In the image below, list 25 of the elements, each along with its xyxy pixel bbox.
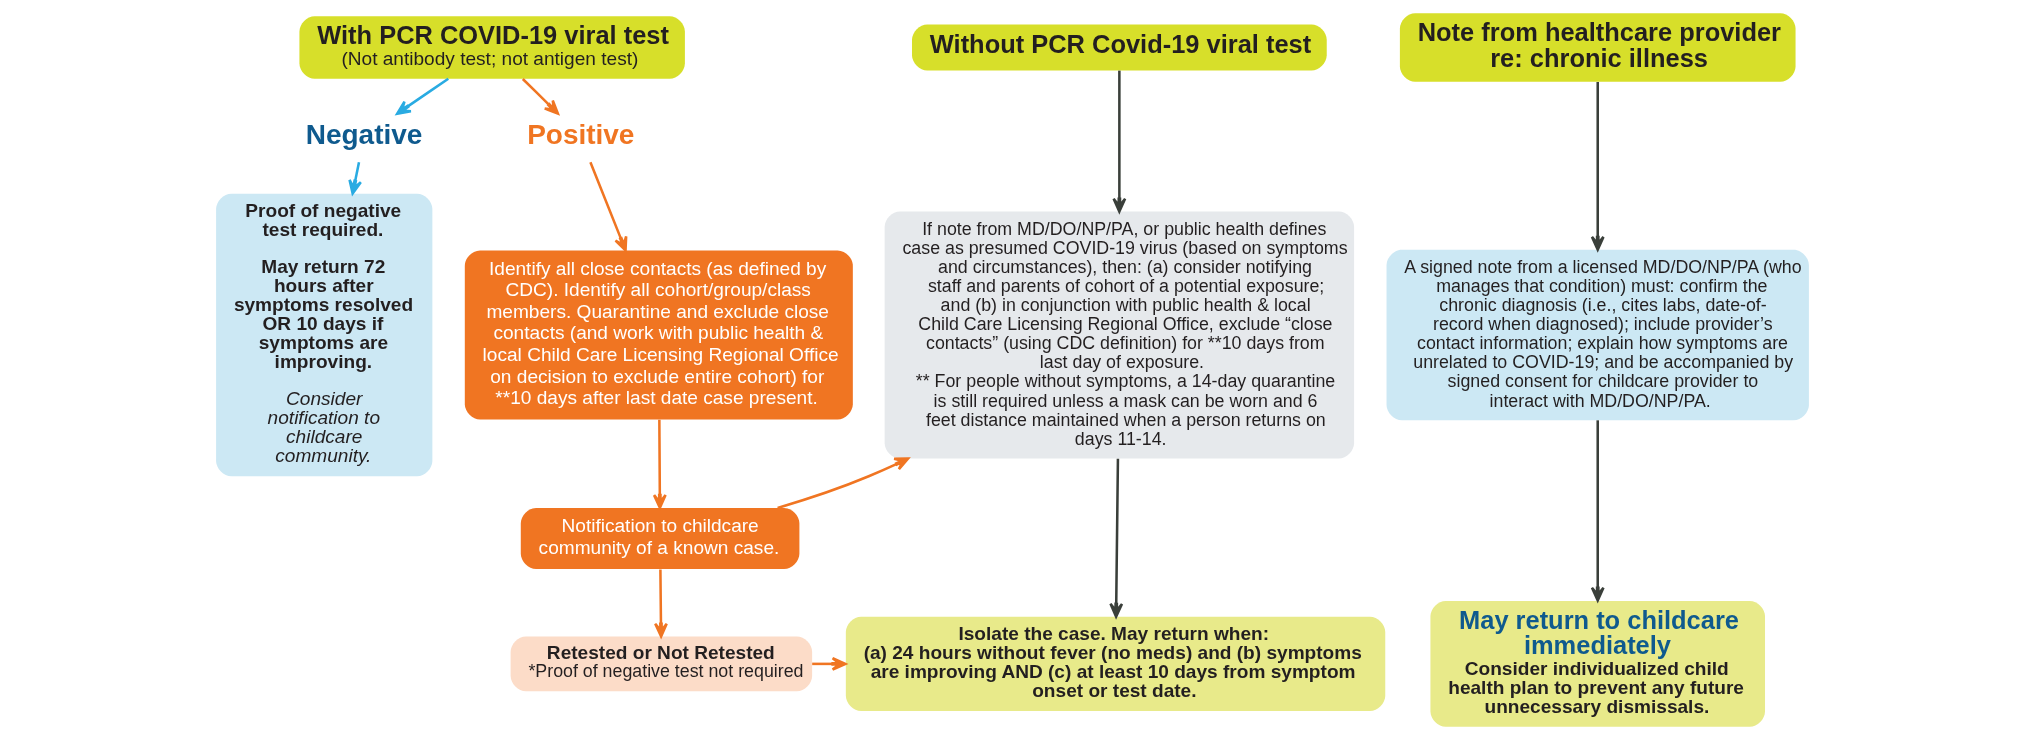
arrow xyxy=(1109,458,1124,618)
arrow xyxy=(521,78,560,115)
arrow xyxy=(1590,420,1605,602)
node-box: May return to childcare immediately Consider individualized child health plan to prevent any future unnecessary dismissals. xyxy=(1430,600,1765,727)
node-box: Proof of negative test required. May return 72 hours after symptoms resolved OR 10 days if symptoms are improving. Consider notification to childcare community. xyxy=(216,193,433,477)
node-box: Retested or Not Retested *Proof of negative test not required xyxy=(510,636,813,692)
node-box: Without PCR Covid-19 viral test xyxy=(912,24,1327,71)
arrow xyxy=(812,656,847,671)
node-box: A signed note from a licensed MD/DO/NP/PA (who manages that condition) must: confirm the chronic diagnosis (i.e., cites labs, date-of-record when diagnosed); include provider’s contact information; explain how symptoms are unrelated to COVID-19; and be accompanied by signed consent for childcare provider to interact with MD/DO/NP/PA. xyxy=(1386,249,1809,421)
arrow xyxy=(395,77,449,115)
node-box: Note from healthcare provider re: chronic illness xyxy=(1399,13,1796,82)
arrow xyxy=(1590,82,1605,251)
arrow xyxy=(1112,70,1127,213)
arrow xyxy=(652,419,667,510)
node-box: With PCR COVID-19 viral test (Not antibody test; not antigen test) xyxy=(299,16,685,79)
arrow xyxy=(348,161,363,195)
node-text: Negative xyxy=(305,118,423,150)
node-text: Positive xyxy=(527,118,635,150)
node-box: If note from MD/DO/NP/PA, or public health defines case as presumed COVID-19 virus (based on symptoms and circumstances), then: (a) consider notifying staff and parents of cohort of a potential exposure; and (b) in conjunction with public health & local Child Care Licensing Regional Office, exclude “close contacts” (using CDC definition) for **10 days from last day of exposure. ** For people without symptoms, a 14-day quarantine is still required unless a mask can be worn and 6 feet distance maintained when a person returns on days 11-14. xyxy=(884,211,1355,459)
node-box: Notification to childcare community of a known case. xyxy=(520,508,800,570)
node-box: Identify all close contacts (as defined by CDC). Identify all cohort/group/class members. Quarantine and exclude close contacts (and work with public health & local Child Care Licensing Regional Office on decision to exclude entire cohort) for **10 days after last date case present. xyxy=(464,250,853,420)
arrow xyxy=(653,569,668,638)
node-box: Isolate the case. May return when: (a) 24 hours without fever (no meds) and (b) symptoms are improving AND (c) at least 10 days from symptom onset or test date. xyxy=(845,616,1386,711)
arrow xyxy=(589,161,628,252)
arrow xyxy=(777,457,910,510)
